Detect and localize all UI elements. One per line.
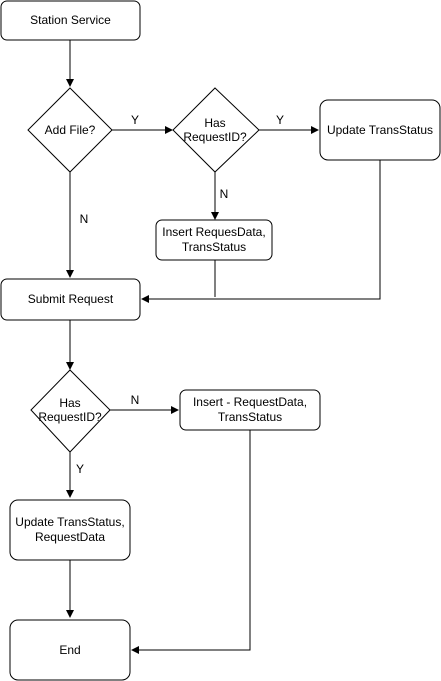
node-has-request-id-2-line-2: RequestID? — [38, 410, 102, 424]
node-insert-requestdata-2-line-1: Insert - RequestData, — [193, 395, 307, 409]
node-insert-requesdata-line-1: Insert RequesData, — [162, 225, 265, 239]
node-has-request-id-1-line-1: Has — [204, 116, 225, 130]
edge-label-has-id-2-no: N — [131, 393, 140, 407]
node-has-request-id-decision-2: Has RequestID? — [30, 369, 111, 453]
edge-label-has-id-2-yes: Y — [76, 462, 84, 476]
node-add-file-decision: Add File? — [27, 87, 113, 173]
node-end-line-1: End — [59, 643, 80, 657]
node-add-file-line-1: Add File? — [45, 123, 96, 137]
edge-label-has-id-1-yes: Y — [276, 113, 284, 127]
edge-update1-to-submit — [141, 160, 381, 303]
node-submit-request-line-1: Submit Request — [28, 292, 114, 306]
node-insert-requesdata: Insert RequesData, TransStatus — [155, 219, 273, 261]
node-insert-requesdata-line-2: TransStatus — [182, 240, 246, 254]
edge-label-add-file-yes: Y — [131, 113, 139, 127]
node-station-service: Station Service — [0, 0, 141, 41]
node-insert-requestdata-2: Insert - RequestData, TransStatus — [179, 389, 321, 431]
edge-label-has-id-1-no: N — [220, 187, 229, 201]
node-has-request-id-decision-1: Has RequestID? — [172, 87, 260, 173]
edge-insert2-to-end — [131, 430, 251, 654]
edges — [66, 40, 381, 654]
node-update-transstatus-2-line-2: RequestData — [35, 530, 105, 544]
edge-labels: Y N Y N N Y — [76, 113, 284, 476]
node-has-request-id-1-line-2: RequestID? — [183, 130, 247, 144]
node-update-transstatus-2-line-1: Update TransStatus, — [15, 515, 124, 529]
node-end: End — [9, 619, 131, 681]
node-insert-requestdata-2-line-2: TransStatus — [218, 410, 282, 424]
node-has-request-id-2-line-1: Has — [59, 396, 80, 410]
node-submit-request: Submit Request — [0, 278, 141, 321]
edge-label-add-file-no: N — [80, 212, 89, 226]
node-update-transstatus-2: Update TransStatus, RequestData — [9, 499, 131, 561]
node-update-transstatus-1-line-1: Update TransStatus — [327, 123, 433, 137]
node-update-transstatus-1: Update TransStatus — [319, 99, 441, 161]
node-station-service-line-1: Station Service — [30, 13, 111, 27]
